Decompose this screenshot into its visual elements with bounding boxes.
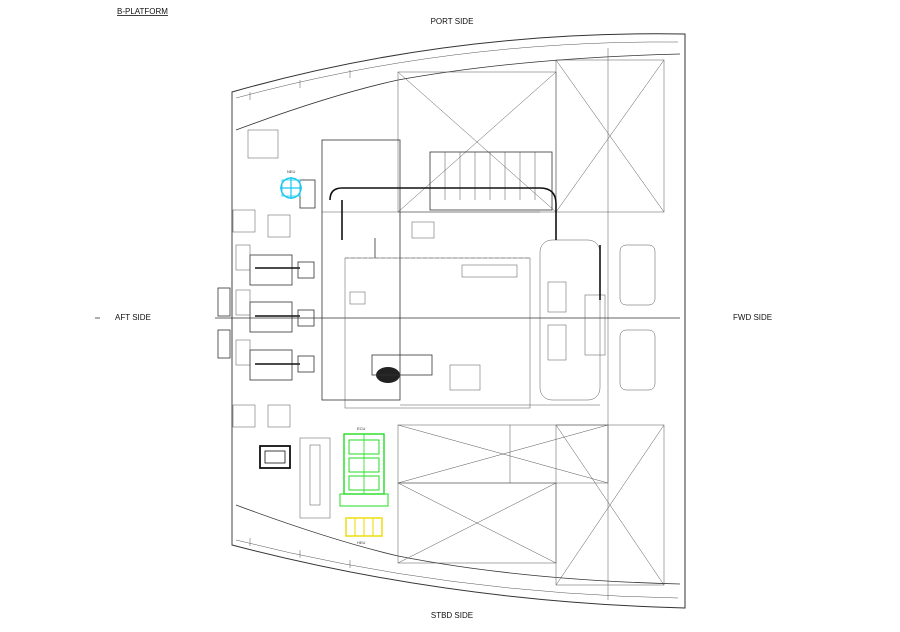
heu-unit <box>345 517 383 537</box>
frame-ticks <box>249 70 351 568</box>
heu-label: HEU <box>357 540 366 545</box>
tank-zones <box>397 59 665 586</box>
neu-unit-port <box>280 177 302 199</box>
hull-outline <box>231 33 686 609</box>
engine-stack <box>217 129 316 428</box>
ecu-unit <box>339 433 389 507</box>
fwd-side-label: FWD SIDE <box>733 313 772 322</box>
port-side-label: PORT SIDE <box>431 17 474 26</box>
neu-port-label: NEU <box>287 169 296 174</box>
aft-side-label: AFT SIDE <box>115 313 151 322</box>
battery-box <box>259 437 331 519</box>
ecu-label: ECU <box>357 426 366 431</box>
stbd-side-label: STBD SIDE <box>431 611 473 620</box>
machinery-room <box>321 139 656 409</box>
drawing-title: B-PLATFORM <box>117 7 168 16</box>
central-fittings <box>349 221 606 391</box>
duct-grid <box>329 151 557 240</box>
